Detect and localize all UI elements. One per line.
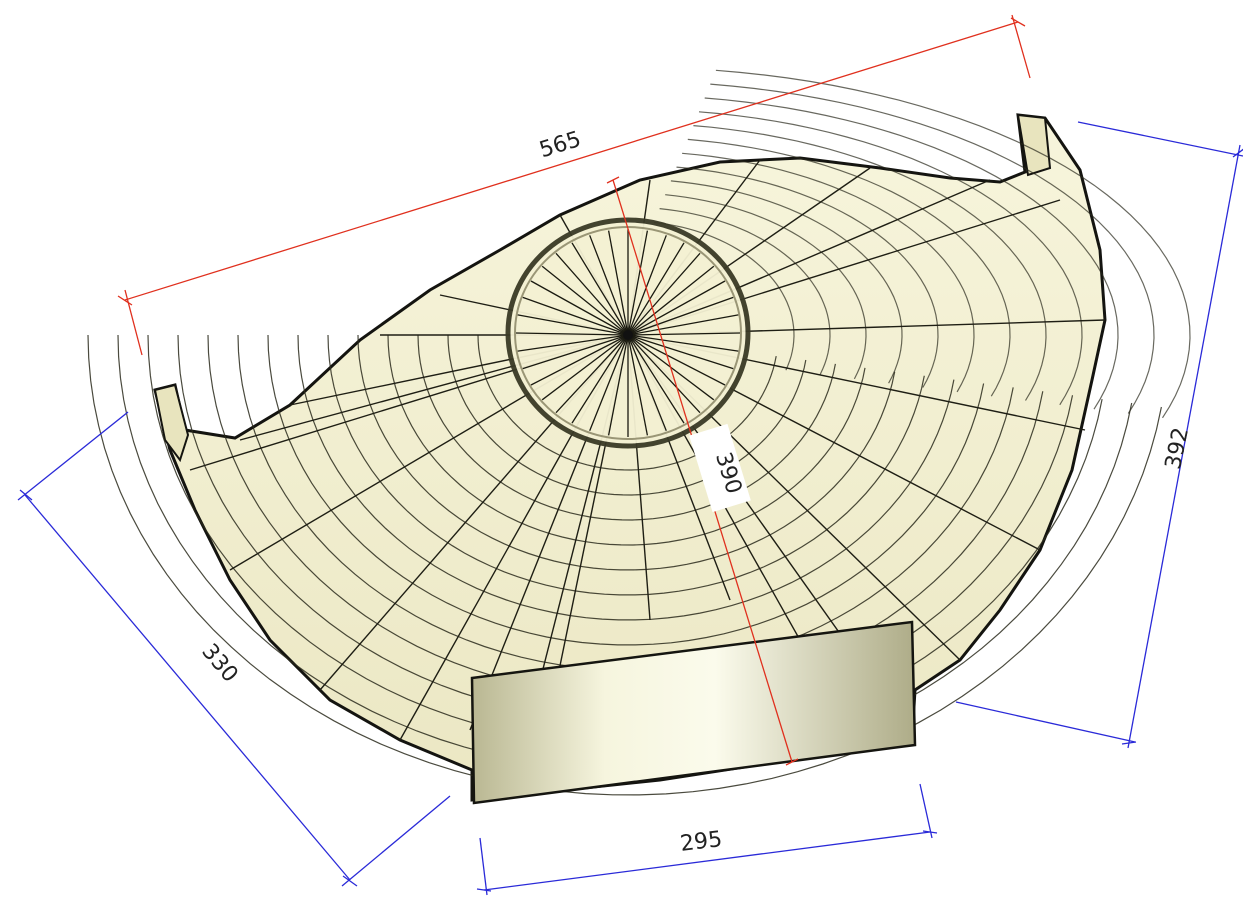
hub-spoke — [517, 314, 629, 336]
dimension-base-width-label: 295 — [679, 827, 724, 857]
dimension-right-height — [955, 121, 1243, 749]
hub-spoke — [627, 334, 685, 424]
latitude-line — [676, 166, 939, 388]
hub-spoke — [522, 296, 629, 336]
hub-spoke — [522, 334, 629, 370]
hub-spoke — [541, 265, 629, 336]
center-hub — [505, 217, 751, 449]
hub-spoke — [627, 334, 726, 386]
hub-spoke — [627, 314, 739, 336]
hub-spoke — [555, 334, 629, 414]
hub-spoke — [515, 332, 629, 336]
diagonal-label-background — [689, 423, 751, 513]
dimension-top-width — [117, 14, 1031, 356]
hub-spoke — [627, 296, 734, 336]
hub-spoke — [627, 334, 701, 414]
dimension-top-width-label: 565 — [537, 127, 584, 163]
hub-spoke — [627, 334, 734, 370]
hub-spoke — [627, 334, 649, 436]
latitude-line — [327, 334, 925, 596]
latitude-line — [665, 194, 867, 380]
latitude-line — [687, 138, 1011, 397]
hub-spoke — [627, 334, 667, 431]
latitude-line — [417, 334, 836, 521]
hub-spoke — [627, 332, 741, 336]
hub-spoke — [571, 242, 629, 336]
hub-spoke — [589, 235, 629, 336]
dimension-base-width — [476, 783, 938, 896]
hub-spoke — [517, 334, 629, 352]
latitude-line — [704, 97, 1119, 410]
hub-spoke — [627, 334, 739, 352]
latitude-line — [267, 334, 985, 646]
hub-spoke — [627, 235, 667, 336]
hub-spoke — [530, 280, 629, 336]
hub-spoke — [627, 242, 685, 336]
latitude-line — [653, 221, 795, 371]
hub-spoke — [627, 280, 726, 336]
hub-spoke — [627, 265, 715, 336]
hub-spoke — [530, 334, 629, 386]
latitude-line — [477, 334, 777, 471]
hub-spoke — [607, 230, 629, 336]
latitude-line — [357, 334, 896, 571]
latitude-line — [698, 111, 1083, 406]
hub-spoke — [627, 230, 649, 336]
latitude-line — [87, 334, 1162, 796]
base-block — [470, 620, 917, 805]
latitude-line — [387, 334, 866, 546]
latitude-line — [715, 69, 1191, 419]
latitude-line — [670, 180, 903, 384]
latitude-line — [710, 83, 1155, 414]
latitude-line — [447, 334, 807, 496]
latitude-line — [682, 152, 975, 393]
dimension-left-depth — [17, 411, 451, 887]
hub-spoke — [589, 334, 629, 431]
hub-spoke — [555, 252, 629, 336]
hub-spoke — [607, 334, 629, 436]
hub-spoke — [571, 334, 629, 424]
hub-spoke — [541, 334, 629, 401]
latitude-line — [297, 334, 955, 621]
dimension-right-height-label: 392 — [1161, 425, 1194, 471]
dimension-left-depth-label: 330 — [196, 639, 242, 687]
hub-spoke — [627, 252, 701, 336]
